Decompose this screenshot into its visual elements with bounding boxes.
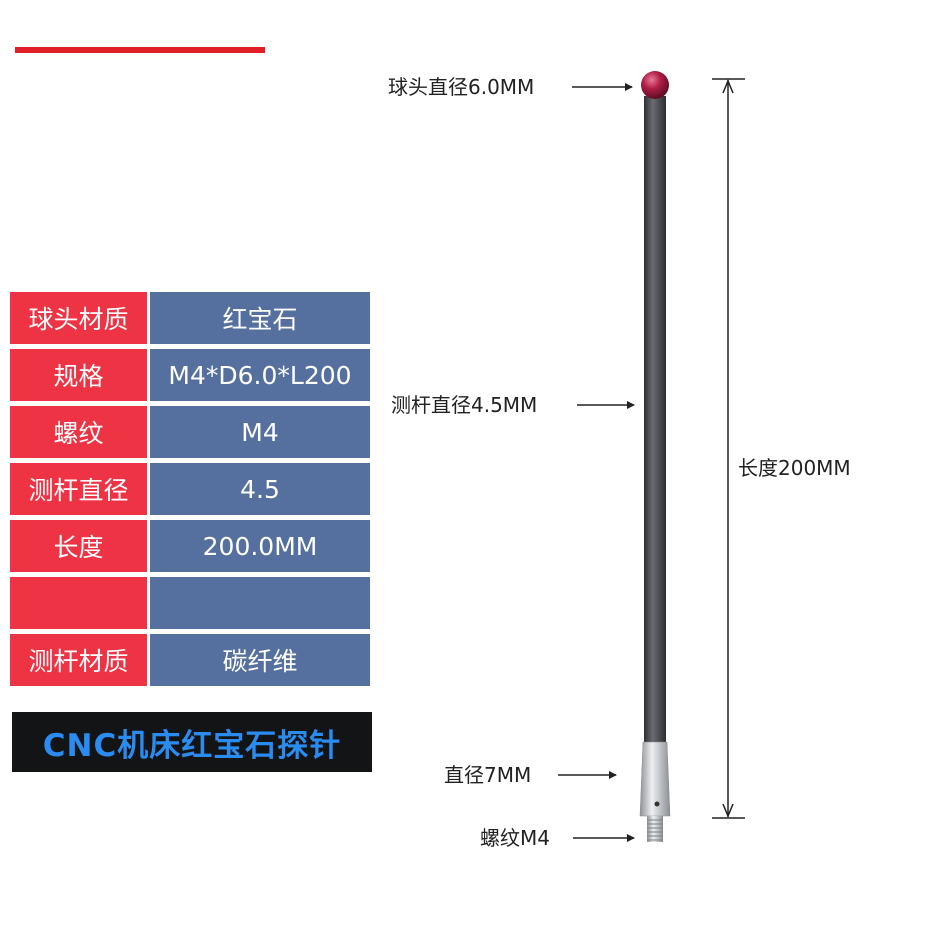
length-callout: 长度200MM <box>738 456 851 480</box>
spec-row-empty <box>10 577 370 629</box>
stem-diameter-callout: 测杆直径4.5MM <box>391 393 538 417</box>
thread-lines <box>647 819 663 841</box>
spec-value: M4*D6.0*L200 <box>150 349 370 401</box>
thread-callout: 螺纹M4 <box>480 826 550 850</box>
spec-value: 红宝石 <box>150 292 370 344</box>
spec-label: 测杆直径 <box>10 463 147 515</box>
collar-diameter-callout: 直径7MM <box>444 763 532 787</box>
ruby-ball <box>641 71 669 99</box>
spec-row-thread: 螺纹 M4 <box>10 406 370 458</box>
spec-label: 长度 <box>10 520 147 572</box>
spec-label <box>10 577 147 629</box>
spec-label: 球头材质 <box>10 292 147 344</box>
spec-value: M4 <box>150 406 370 458</box>
spec-value <box>150 577 370 629</box>
steel-collar <box>639 741 671 817</box>
spec-value: 碳纤维 <box>150 634 370 686</box>
spec-label: 螺纹 <box>10 406 147 458</box>
carbon-stem <box>644 96 666 744</box>
spec-label: 测杆材质 <box>10 634 147 686</box>
spec-row-stem-diameter: 测杆直径 4.5 <box>10 463 370 515</box>
spec-row-ball-material: 球头材质 红宝石 <box>10 292 370 344</box>
length-dimension-line <box>712 78 745 819</box>
ball-diameter-callout: 球头直径6.0MM <box>388 75 535 99</box>
spec-value: 200.0MM <box>150 520 370 572</box>
accent-red-bar <box>15 47 265 53</box>
spec-label: 规格 <box>10 349 147 401</box>
product-title-banner: CNC机床红宝石探针 <box>12 712 372 772</box>
spec-row-stem-material: 测杆材质 碳纤维 <box>10 634 370 686</box>
spec-row-specification: 规格 M4*D6.0*L200 <box>10 349 370 401</box>
collar-hole <box>654 801 660 807</box>
spec-row-length: 长度 200.0MM <box>10 520 370 572</box>
spec-value: 4.5 <box>150 463 370 515</box>
